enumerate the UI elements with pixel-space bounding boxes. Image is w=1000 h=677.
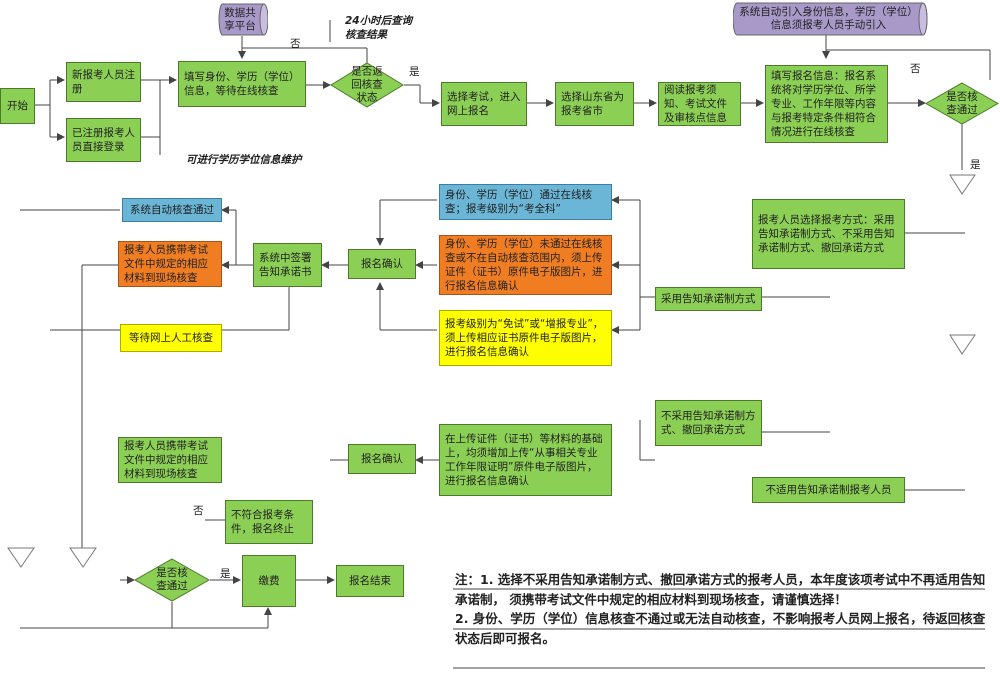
registered-login-label: 已注册报考人员直接登录 <box>72 127 135 153</box>
note-maintain: 可进行学历学位信息维护 <box>186 154 302 166</box>
confirm-registration-label-2: 报名确认 <box>361 453 403 465</box>
system-database: 系统自动引入身份信息，学历（学位）信息须报考人员手动引入 <box>733 2 928 36</box>
adopt-commitment-label: 采用告知承诺制方式 <box>661 293 756 305</box>
upload-extra-box: 在上传证件（证书）等材料的基础上，均须增加上传“从事相关专业工作年限证明”原件电… <box>439 424 612 496</box>
new-registration-box: 新报考人员注册 <box>66 62 141 102</box>
label-yes-2: 是 <box>970 159 981 171</box>
start-label: 开始 <box>7 100 28 112</box>
label-yes-1: 是 <box>409 66 420 78</box>
not-applicable-box: 不适用告知承诺制报考人员 <box>752 477 905 503</box>
registered-login-box: 已注册报考人员直接登录 <box>66 118 141 162</box>
fill-identity-box: 填写身份、学历（学位）信息，等待在线核查 <box>178 61 306 107</box>
check-pass-bottom-decision: 是否核查通过 <box>134 558 210 602</box>
auto-pass-label: 系统自动核查通过 <box>130 204 214 216</box>
data-platform-label: 数据共享平台 <box>224 6 256 32</box>
passed-online-box: 身份、学历（学位）通过在线核查；报考级别为“考全科” <box>439 184 612 220</box>
end-box: 报名结束 <box>336 565 404 597</box>
check-pass-top-decision: 是否核查通过 <box>925 82 999 125</box>
pay-label: 缴费 <box>258 575 280 587</box>
sign-commitment-box: 系统中签署告知承诺书 <box>253 243 322 287</box>
decision-diamond-icon <box>134 558 210 602</box>
fill-identity-label: 填写身份、学历（学位）信息，等待在线核查 <box>184 71 300 97</box>
confirm-registration-box-1: 报名确认 <box>348 249 416 279</box>
failed-online-box: 身份、学历（学位）未通过在线核查或不在自动核查范围内，须上传证件（证书）原件电子… <box>439 235 612 295</box>
not-qualified-label: 不符合报考条件，报名终止 <box>231 509 294 535</box>
select-exam-box: 选择考试，进入网上报名 <box>441 82 527 126</box>
passed-online-label: 身份、学历（学位）通过在线核查；报考级别为“考全科” <box>445 189 592 215</box>
pay-box: 缴费 <box>242 555 296 607</box>
select-province-box: 选择山东省为报考省市 <box>555 82 634 126</box>
data-platform-database: 数据共享平台 <box>218 2 268 37</box>
new-registration-label: 新报考人员注册 <box>72 69 135 95</box>
end-label: 报名结束 <box>349 575 391 587</box>
wait-manual-box: 等待网上人工核查 <box>120 324 222 352</box>
note-2: 2. 身份、学历（学位）信息核查不通过或无法自动核查，不影响报考人员网上报名，待… <box>455 611 986 646</box>
choose-method-box: 报考人员选择报考方式：采用告知承诺制方式、不采用告知承诺制方式、撤回承诺方式 <box>752 199 905 269</box>
note-1: 注：1. 选择不采用告知承诺制方式、撤回承诺方式的报考人员，本年度该项考试中不再… <box>455 572 986 607</box>
sign-commitment-label: 系统中签署告知承诺书 <box>259 252 312 278</box>
check-pass-bottom-label: 是否核查通过 <box>156 567 188 592</box>
check-pass-top-label: 是否核查通过 <box>946 90 978 116</box>
decision-diamond-icon <box>925 82 999 125</box>
label-no-1: 否 <box>290 38 301 50</box>
label-yes-3: 是 <box>220 568 231 580</box>
return-status-decision: 是否返回核查状态 <box>330 62 404 108</box>
confirm-registration-label-1: 报名确认 <box>361 258 403 270</box>
bring-materials-box-1: 报考人员携带考试文件中规定的相应材料到现场核查 <box>118 241 222 287</box>
bring-materials-box-2: 报考人员携带考试文件中规定的相应材料到现场核查 <box>118 437 222 483</box>
read-notice-label: 阅读报考须知、考试文件及审核点信息 <box>664 84 727 124</box>
system-database-label: 系统自动引入身份信息，学历（学位）信息须报考人员手动引入 <box>739 6 918 31</box>
database-icon <box>733 2 928 36</box>
return-status-label: 是否返回核查状态 <box>351 65 383 104</box>
auto-pass-box: 系统自动核查通过 <box>122 198 222 222</box>
wait-manual-label: 等待网上人工核查 <box>129 332 213 344</box>
exempt-level-label: 报考级别为“免试”或“增报专业”，须上传相应证书原件电子版图片，进行报名信息确认 <box>445 318 604 358</box>
label-no-3: 否 <box>193 505 204 517</box>
note-24h: 24小时后查询核查结果 <box>345 15 413 41</box>
start-node: 开始 <box>0 88 35 124</box>
database-icon <box>218 3 268 36</box>
confirm-registration-box-2: 报名确认 <box>348 444 416 474</box>
no-commitment-label: 不采用告知承诺制方式、撤回承诺方式 <box>661 410 756 436</box>
no-commitment-box: 不采用告知承诺制方式、撤回承诺方式 <box>655 400 762 446</box>
notes-section: 注：1. 选择不采用告知承诺制方式、撤回承诺方式的报考人员，本年度该项考试中不再… <box>455 570 990 648</box>
not-qualified-box: 不符合报考条件，报名终止 <box>225 500 313 544</box>
fill-info-label: 填写报名信息：报名系统将对学历学位、所学专业、工作年限等内容与报考特定条件相符合… <box>771 70 876 138</box>
bring-materials-label-2: 报考人员携带考试文件中规定的相应材料到现场核查 <box>124 440 208 480</box>
not-applicable-label: 不适用告知承诺制报考人员 <box>765 484 892 496</box>
fill-info-box: 填写报名信息：报名系统将对学历学位、所学专业、工作年限等内容与报考特定条件相符合… <box>765 65 888 143</box>
label-no-2: 否 <box>910 63 921 75</box>
choose-method-label: 报考人员选择报考方式：采用告知承诺制方式、不采用告知承诺制方式、撤回承诺方式 <box>758 214 895 254</box>
exempt-level-box: 报考级别为“免试”或“增报专业”，须上传相应证书原件电子版图片，进行报名信息确认 <box>439 310 612 366</box>
select-exam-label: 选择考试，进入网上报名 <box>447 91 521 117</box>
decision-diamond-icon <box>330 62 404 108</box>
select-province-label: 选择山东省为报考省市 <box>561 91 624 117</box>
adopt-commitment-box: 采用告知承诺制方式 <box>655 287 762 311</box>
bring-materials-label-1: 报考人员携带考试文件中规定的相应材料到现场核查 <box>124 244 208 284</box>
upload-extra-label: 在上传证件（证书）等材料的基础上，均须增加上传“从事相关专业工作年限证明”原件电… <box>445 433 603 487</box>
read-notice-box: 阅读报考须知、考试文件及审核点信息 <box>658 82 741 126</box>
failed-online-label: 身份、学历（学位）未通过在线核查或不在自动核查范围内，须上传证件（证书）原件电子… <box>445 238 603 292</box>
